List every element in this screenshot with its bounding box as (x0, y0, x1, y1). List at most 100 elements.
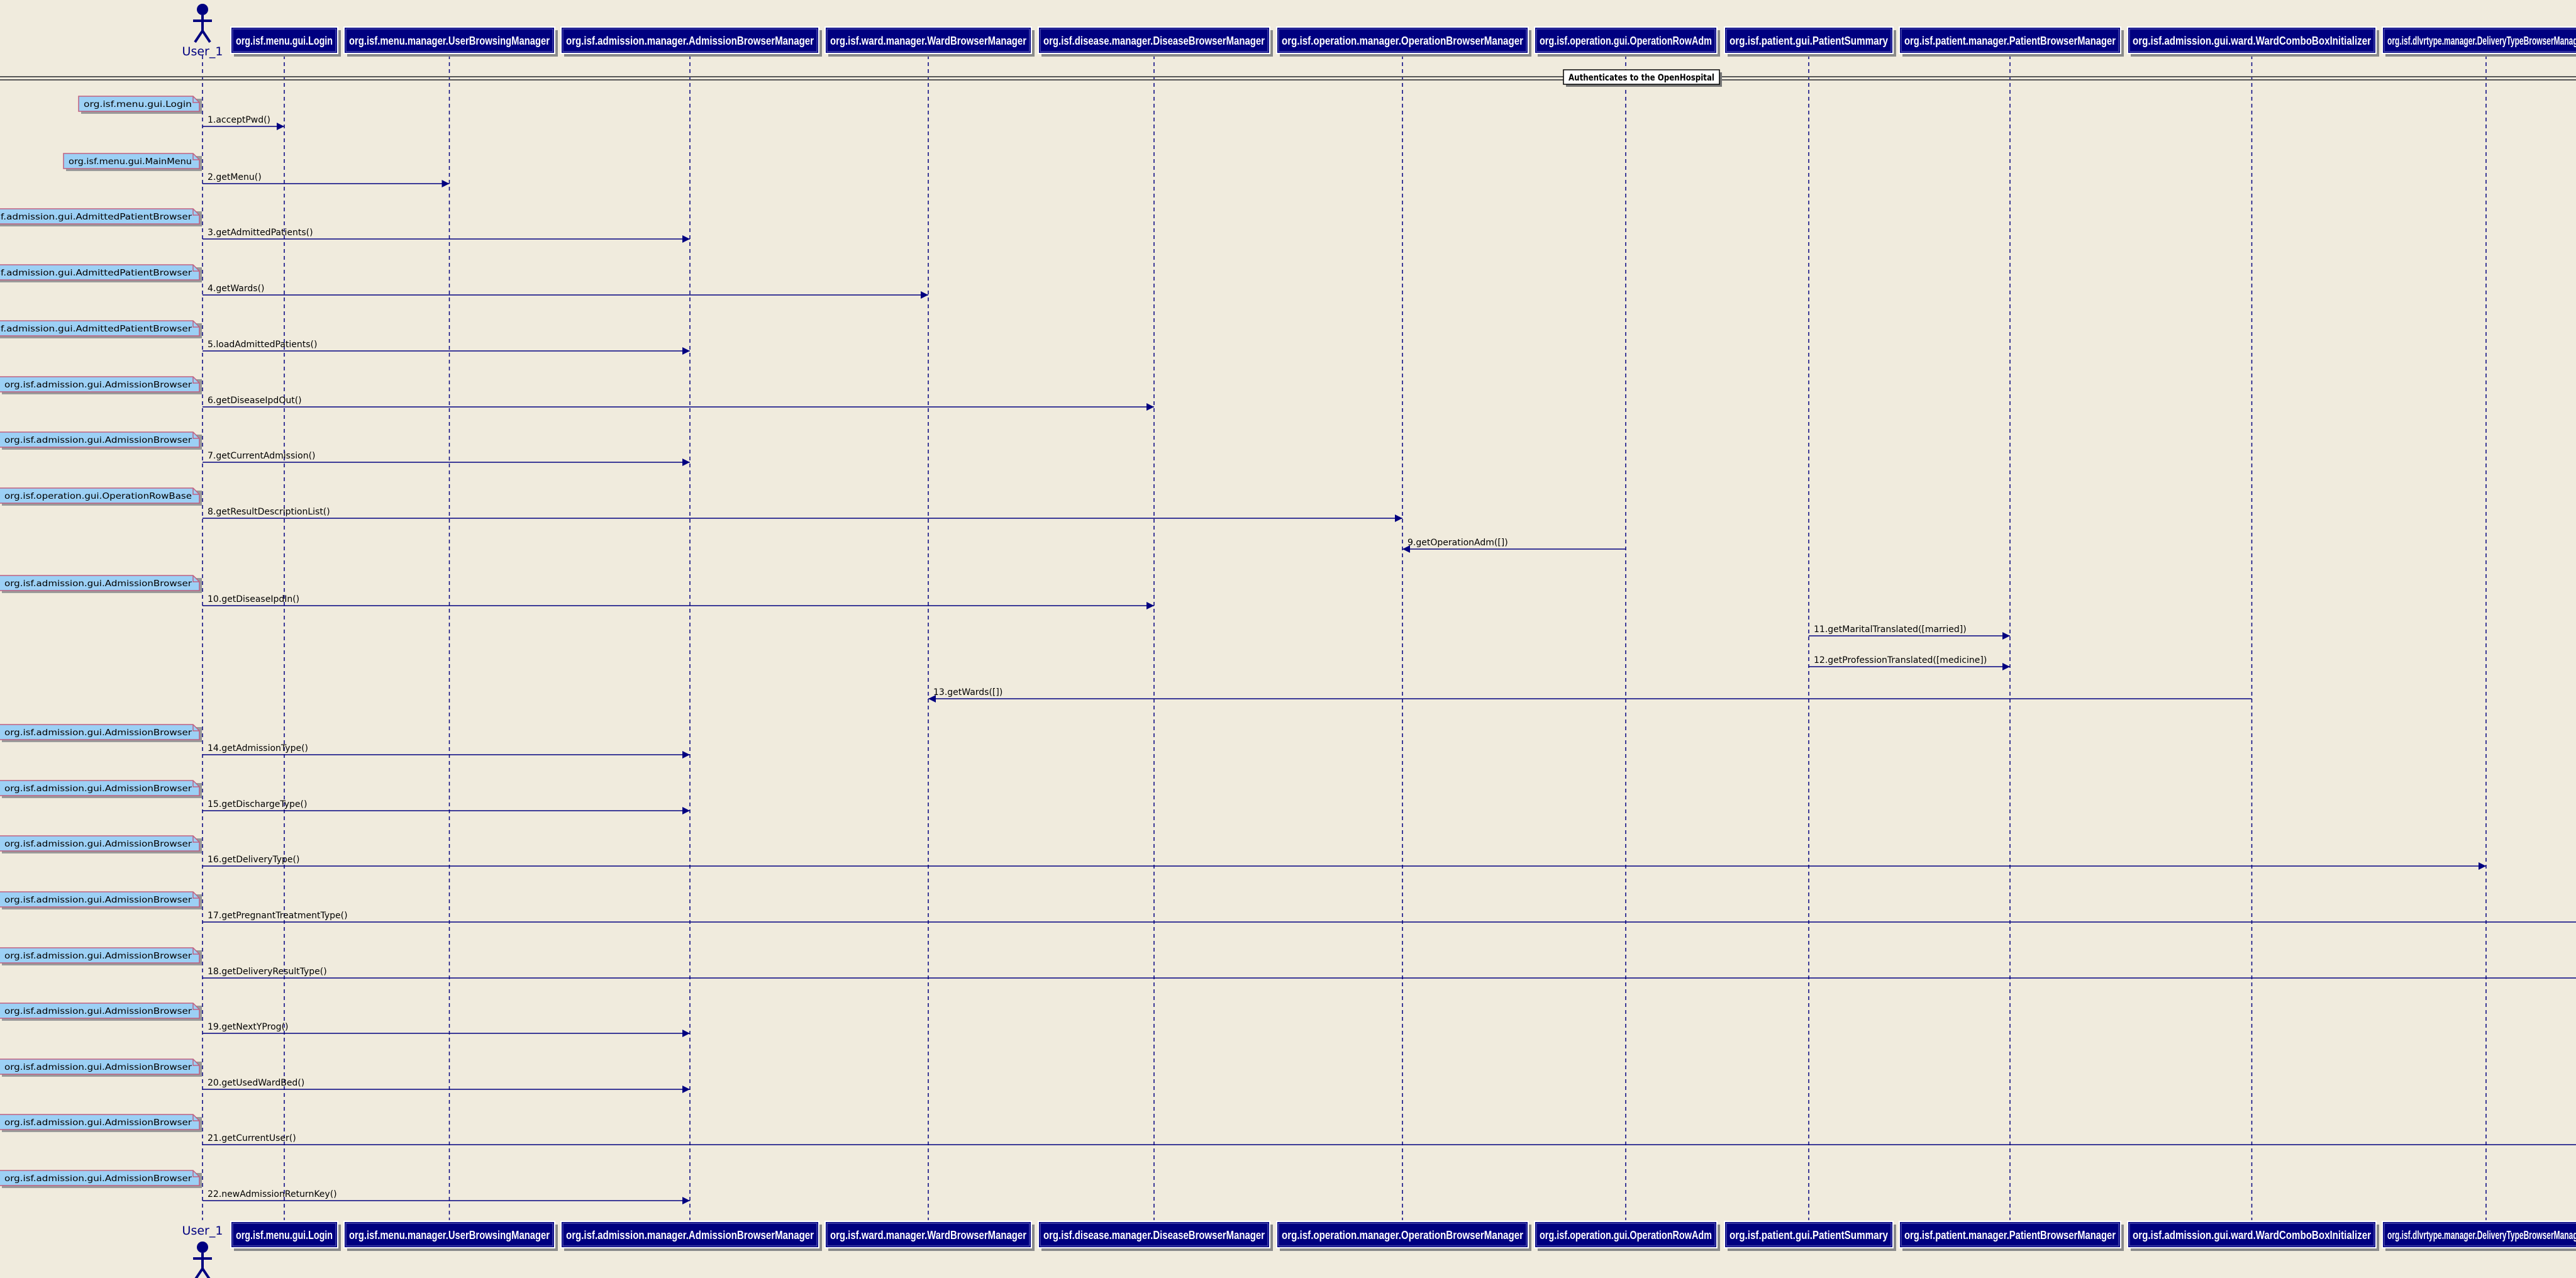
note-fold (192, 1114, 199, 1121)
note: org.isf.admission.gui.AdmissionBrowser (0, 835, 202, 853)
participant-label: org.isf.menu.manager.UserBrowsingManager (349, 35, 550, 47)
participant-inner-border (1536, 1223, 1716, 1247)
participant-inner-border (1726, 28, 1892, 52)
participant-label: org.isf.patient.gui.PatientSummary (1729, 1229, 1888, 1242)
message: 1.acceptPwd() (203, 115, 284, 130)
note-label: org.isf.menu.gui.MainMenu (69, 157, 192, 167)
message-label: 6.getDiseaseIpdOut() (208, 396, 302, 406)
note-fold (192, 892, 199, 899)
note-box (0, 780, 200, 796)
participant-rect (343, 26, 555, 54)
message-label: 2.getMenu() (208, 172, 262, 182)
participant-inner-border (345, 1223, 553, 1247)
participant-box-top: org.isf.patient.gui.PatientSummary (1724, 26, 1896, 57)
participant-inner-border (1040, 28, 1269, 52)
actor-leg (201, 1267, 211, 1278)
participant-rect (230, 26, 338, 54)
note: org.isf.admission.gui.AdmissionBrowser (0, 1114, 202, 1132)
participant-label: org.isf.operation.manager.OperationBrows… (1282, 35, 1523, 47)
participant-label: org.isf.admission.manager.AdmissionBrows… (566, 35, 814, 47)
message: 2.getMenu() (203, 172, 450, 187)
participant-label: org.isf.dlvrtype.manager.DeliveryTypeBro… (2387, 1229, 2576, 1242)
participant-box-top: org.isf.admission.gui.ward.WardComboBoxI… (2127, 26, 2379, 57)
note-box (0, 1059, 200, 1075)
message: 19.getNextYProg() (203, 1022, 690, 1037)
participant-label: org.isf.ward.manager.WardBrowserManager (830, 35, 1026, 47)
message: 7.getCurrentAdmission() (203, 451, 690, 466)
participant-label: org.isf.disease.manager.DiseaseBrowserMa… (1043, 35, 1265, 47)
participant-box-bottom: org.isf.menu.gui.Login (230, 1221, 341, 1251)
message: 6.getDiseaseIpdOut() (203, 396, 1154, 411)
note-fold (192, 948, 199, 955)
message: 14.getAdmissionType() (203, 743, 690, 758)
note-label: org.isf.admission.gui.AdmittedPatientBro… (0, 268, 192, 278)
participant-box-top: org.isf.operation.gui.OperationRowAdm (1534, 26, 1720, 57)
message-label: 1.acceptPwd() (208, 115, 270, 125)
participant-label: org.isf.patient.gui.PatientSummary (1729, 35, 1888, 47)
note-box (78, 96, 200, 112)
divider-label: Authenticates to the OpenHospital (1568, 73, 1714, 83)
participant-box-bottom: org.isf.admission.gui.ward.WardComboBoxI… (2127, 1221, 2379, 1251)
message-label: 20.getUsedWardBed() (208, 1078, 304, 1088)
note-fold (192, 836, 199, 843)
message-label: 18.getDeliveryResultType() (208, 967, 327, 977)
note: org.isf.admission.gui.AdmissionBrowser (0, 1059, 202, 1077)
divider-box (1563, 69, 1720, 85)
note-label: org.isf.admission.gui.AdmissionBrowser (4, 1006, 192, 1016)
message: 3.getAdmittedPatients() (203, 228, 690, 243)
participant-box-top: org.isf.menu.gui.Login (230, 26, 341, 57)
actor-head (197, 1242, 208, 1253)
participant-box-bottom: org.isf.admission.manager.AdmissionBrows… (560, 1221, 822, 1251)
note-box (0, 264, 200, 281)
message: 9.getOperationAdm([]) (1402, 538, 1626, 553)
participant-rect (824, 1221, 1032, 1248)
note-label: org.isf.admission.gui.AdmittedPatientBro… (0, 324, 192, 334)
participant-inner-border (1278, 28, 1527, 52)
participant-rect (1534, 1221, 1718, 1248)
message-label: 10.getDiseaseIpdIn() (208, 594, 299, 604)
note-label: org.isf.admission.gui.AdmissionBrowser (4, 728, 192, 738)
message-label: 5.loadAdmittedPatients() (208, 340, 317, 350)
message-label: 19.getNextYProg() (208, 1022, 288, 1032)
note-box (0, 487, 200, 504)
note-fold (192, 96, 199, 103)
note-label: org.isf.admission.gui.AdmissionBrowser (4, 579, 192, 589)
participant-rect (1038, 1221, 1270, 1248)
participant-label: org.isf.dlvrtype.manager.DeliveryTypeBro… (2387, 35, 2576, 47)
participant-label: org.isf.admission.manager.AdmissionBrows… (566, 1229, 814, 1242)
actor-leg (201, 30, 211, 43)
note-label: org.isf.admission.gui.AdmissionBrowser (4, 951, 192, 961)
message-label: 3.getAdmittedPatients() (208, 228, 313, 238)
message-label: 21.getCurrentUser() (208, 1133, 296, 1143)
note: org.isf.menu.gui.Login (78, 96, 202, 114)
actor-leg (194, 30, 204, 43)
note-fold (192, 432, 199, 439)
participant-inner-border (2129, 1223, 2375, 1247)
participant-rect (560, 1221, 819, 1248)
stick-figure-icon (193, 4, 212, 43)
participant-inner-border (232, 1223, 336, 1247)
message: 22.newAdmissionReturnKey() (203, 1189, 690, 1204)
note: org.isf.menu.gui.MainMenu (63, 153, 202, 171)
note: org.isf.operation.gui.OperationRowBase (0, 487, 202, 506)
participant-label: org.isf.menu.gui.Login (236, 1229, 333, 1242)
divider: Authenticates to the OpenHospital (0, 69, 2576, 87)
note-fold (192, 575, 199, 582)
note-box (0, 575, 200, 591)
note-label: org.isf.menu.gui.Login (84, 99, 192, 109)
note-label: org.isf.admission.gui.AdmissionBrowser (4, 435, 192, 445)
participant-inner-border (1536, 28, 1716, 52)
participant-inner-border (1901, 28, 2119, 52)
participant-rect (230, 1221, 338, 1248)
note-label: org.isf.admission.gui.AdmissionBrowser (4, 380, 192, 390)
participant-label: org.isf.operation.gui.OperationRowAdm (1540, 1229, 1712, 1242)
participant-box-top: org.isf.disease.manager.DiseaseBrowserMa… (1038, 26, 1273, 57)
participant-rect (343, 1221, 555, 1248)
participant-inner-border (2384, 28, 2576, 52)
note-fold (192, 1170, 199, 1177)
message: 16.getDeliveryType() (203, 855, 2486, 870)
note: org.isf.admission.gui.AdmissionBrowser (0, 724, 202, 742)
message-label: 7.getCurrentAdmission() (208, 451, 316, 461)
note-fold (192, 725, 199, 731)
